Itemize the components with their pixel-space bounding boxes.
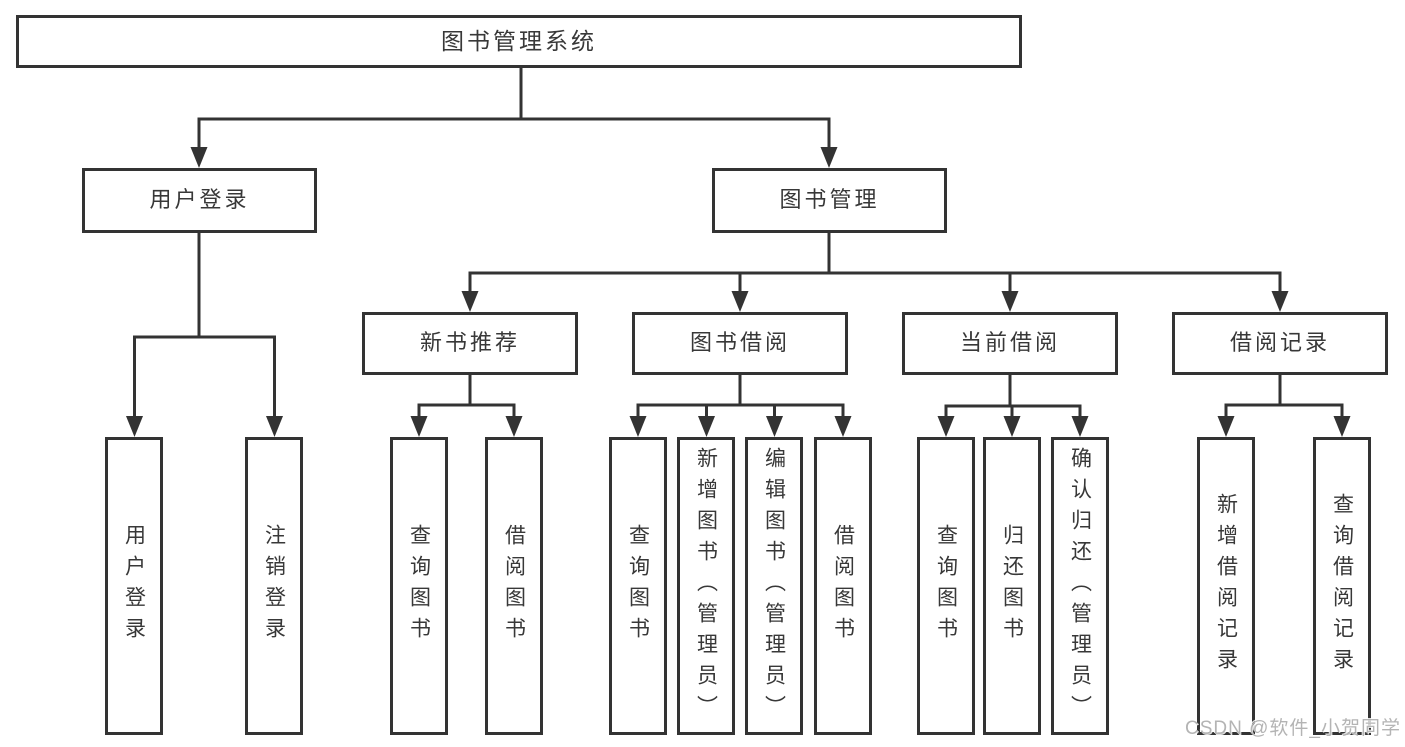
leaf-borrow-books-borrow: 借阅图书: [814, 437, 872, 735]
arrowhead-icon: [1333, 416, 1351, 437]
arrowhead-icon: [1217, 416, 1235, 437]
leaf-user-login: 用户登录: [105, 437, 163, 735]
arrowhead-icon: [834, 416, 852, 437]
arrowhead-icon: [461, 291, 479, 312]
connector-user-login-to-leaves: [126, 231, 283, 437]
arrowhead-icon: [820, 147, 838, 168]
arrowhead-icon: [505, 416, 523, 437]
connector-current-borrow-to-leaves: [937, 373, 1089, 437]
arrowhead-icon: [410, 416, 428, 437]
arrowhead-icon: [698, 416, 715, 437]
leaf-query-books-current: 查询图书: [917, 437, 975, 735]
node-borrow-records: 借阅记录: [1172, 312, 1388, 375]
arrowhead-icon: [766, 416, 783, 437]
leaf-query-borrow-record: 查询借阅记录: [1313, 437, 1371, 735]
connector-borrow-records-to-leaves: [1217, 373, 1351, 437]
connector-book-borrow-to-leaves: [629, 373, 852, 437]
node-user-login: 用户登录: [82, 168, 317, 233]
arrowhead-icon: [126, 416, 143, 437]
arrowhead-icon: [1001, 291, 1019, 312]
node-new-book-recommend: 新书推荐: [362, 312, 578, 375]
connector-new-book-recommend-to-leaves: [410, 373, 523, 437]
leaf-add-book-admin: 新增图书（管理员）: [677, 437, 735, 735]
arrowhead-icon: [731, 291, 749, 312]
leaf-logout: 注销登录: [245, 437, 303, 735]
leaf-edit-book-admin: 编辑图书（管理员）: [745, 437, 803, 735]
connector-book-management-to-level3: [461, 231, 1289, 312]
arrowhead-icon: [1071, 416, 1089, 437]
leaf-borrow-books-recommend: 借阅图书: [485, 437, 543, 735]
arrowhead-icon: [629, 416, 647, 437]
watermark: CSDN @软件_小贺同学: [1185, 718, 1401, 739]
node-book-management: 图书管理: [712, 168, 947, 233]
arrowhead-icon: [266, 416, 283, 437]
arrowhead-icon: [1003, 416, 1021, 437]
leaf-query-books-borrow: 查询图书: [609, 437, 667, 735]
leaf-query-books-recommend: 查询图书: [390, 437, 448, 735]
leaf-add-borrow-record: 新增借阅记录: [1197, 437, 1255, 735]
arrowhead-icon: [937, 416, 955, 437]
node-current-borrow: 当前借阅: [902, 312, 1118, 375]
arrowhead-icon: [1271, 291, 1289, 312]
leaf-confirm-return-admin: 确认归还（管理员）: [1051, 437, 1109, 735]
node-library-management-system: 图书管理系统: [16, 15, 1022, 68]
connector-root-to-level2: [190, 65, 838, 168]
leaf-return-book: 归还图书: [983, 437, 1041, 735]
node-book-borrow: 图书借阅: [632, 312, 848, 375]
arrowhead-icon: [190, 147, 208, 168]
